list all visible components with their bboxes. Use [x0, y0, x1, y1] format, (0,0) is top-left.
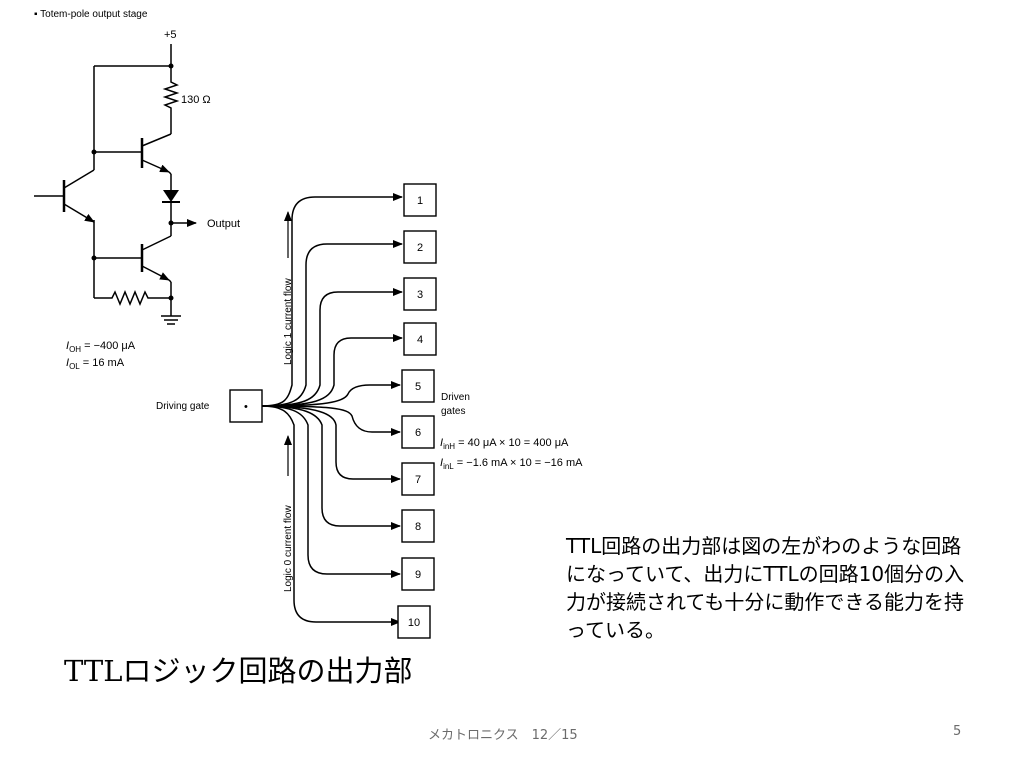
- driven-gate-box: [403, 230, 437, 264]
- gates-label: gates: [441, 406, 465, 417]
- stage-label: ▪ Totem-pole output stage: [34, 9, 148, 20]
- driven-gate-box: [403, 322, 437, 356]
- logic0-flow-label: Logic 0 current flow: [283, 505, 294, 592]
- driven-gates: 1 2 3 4 5 6 7 8 9 10: [397, 183, 437, 639]
- driven-label: Driven: [441, 392, 470, 403]
- driven-gate-label: 10: [408, 617, 420, 629]
- driven-gate-box: [403, 277, 437, 311]
- vcc-label: +5: [164, 29, 177, 41]
- driven-gate-box: [403, 183, 437, 217]
- ttl-fanout-diagram: ▪ Totem-pole output stage +5 130 Ω: [34, 9, 583, 639]
- driven-gate-box: [401, 557, 435, 591]
- driven-gate-label: 7: [415, 474, 421, 486]
- driving-gate-mark: •: [244, 401, 248, 413]
- driven-gate-label: 5: [415, 381, 421, 393]
- transistor-q1: [62, 152, 95, 258]
- driven-gate-label: 2: [417, 242, 423, 254]
- iinh-spec: IinH = 40 μA × 10 = 400 μA: [440, 437, 569, 451]
- driven-gate-box: [401, 369, 435, 403]
- fanout-wires: [261, 193, 403, 626]
- iol-spec: IOL = 16 mA: [66, 357, 125, 371]
- driven-gate-label: 9: [415, 569, 421, 581]
- driving-gate-label: Driving gate: [156, 401, 210, 412]
- page-number: 5: [953, 724, 962, 739]
- driven-gate-box: [401, 415, 435, 449]
- driven-gate-box: [397, 605, 431, 639]
- transistor-q4: [140, 235, 172, 283]
- fanout-diagram: Driving gate • 1 2 3 4 5: [156, 183, 583, 639]
- iinl-spec: IinL = −1.6 mA × 10 = −16 mA: [440, 457, 583, 471]
- slide-title: TTLロジック回路の出力部: [64, 654, 413, 688]
- driven-gate-label: 8: [415, 521, 421, 533]
- driven-gate-label: 1: [417, 195, 423, 207]
- driven-gate-box: [401, 462, 435, 496]
- totem-pole-circuit: ▪ Totem-pole output stage +5 130 Ω: [34, 9, 240, 371]
- driven-gate-label: 4: [417, 334, 423, 346]
- driven-gate-label: 6: [415, 427, 421, 439]
- transistor-q3: [140, 133, 172, 175]
- resistor-emitter: [94, 290, 171, 306]
- driving-gate-box: [229, 389, 263, 423]
- ioh-spec: IOH = −400 μA: [66, 340, 136, 354]
- diode-icon: [162, 190, 180, 203]
- driven-gate-box: [401, 509, 435, 543]
- logic1-flow-label: Logic 1 current flow: [283, 278, 294, 365]
- ground-icon: [161, 315, 181, 325]
- footer-text: メカトロニクス 12／15: [428, 728, 578, 743]
- resistor-label: 130 Ω: [181, 94, 211, 106]
- output-label: Output: [207, 218, 240, 230]
- description-text: TTL回路の出力部は図の左がわのような回路になっていて、出力にTTLの回路10個…: [566, 534, 965, 642]
- resistor-130-ohm: [162, 66, 180, 134]
- driven-gate-label: 3: [417, 289, 423, 301]
